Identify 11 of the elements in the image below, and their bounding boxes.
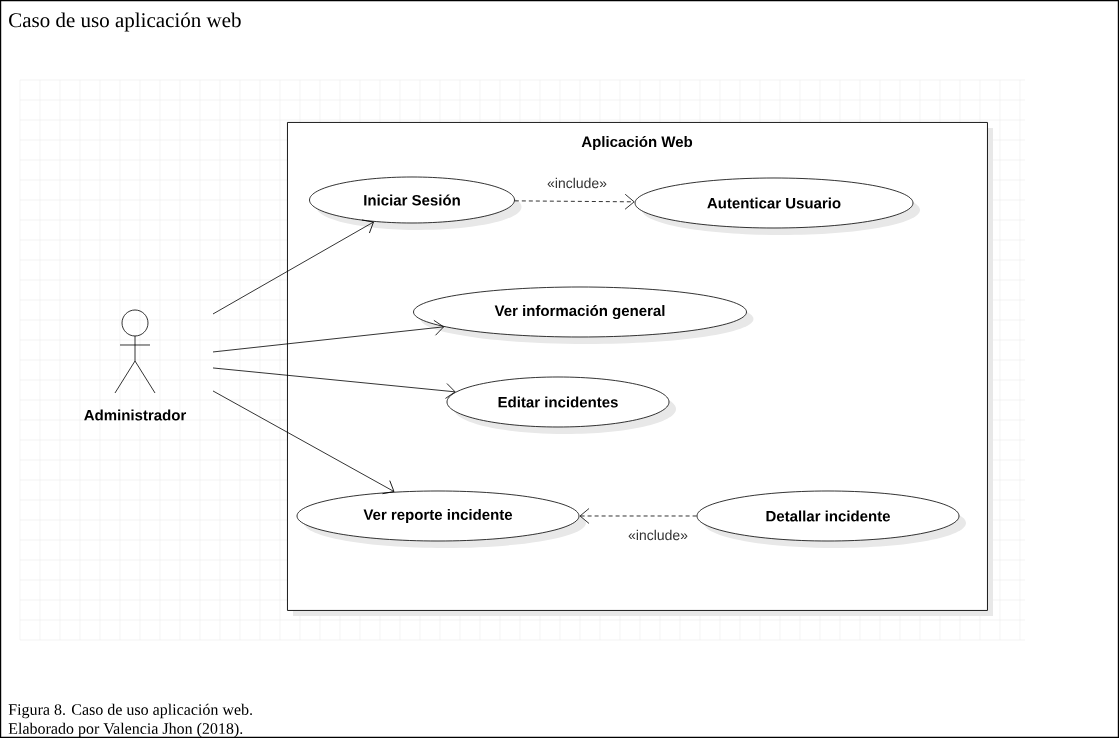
- title: Caso de uso aplicación web: [9, 12, 241, 32]
- arrow: [212, 219, 374, 315]
- arrow: [212, 390, 395, 495]
- arrow: [212, 319, 445, 353]
- credit-note: Elaborado por Valencia Jhon (2018).: [8, 722, 243, 738]
- caption: Figura 8. Caso de uso aplicación web.: [8, 703, 252, 719]
- arrow: [514, 193, 635, 210]
- actor-figure: Administrador: [84, 309, 187, 421]
- arrow: [579, 508, 697, 524]
- arrow: [212, 367, 456, 399]
- node-label: Administrador: [84, 409, 187, 421]
